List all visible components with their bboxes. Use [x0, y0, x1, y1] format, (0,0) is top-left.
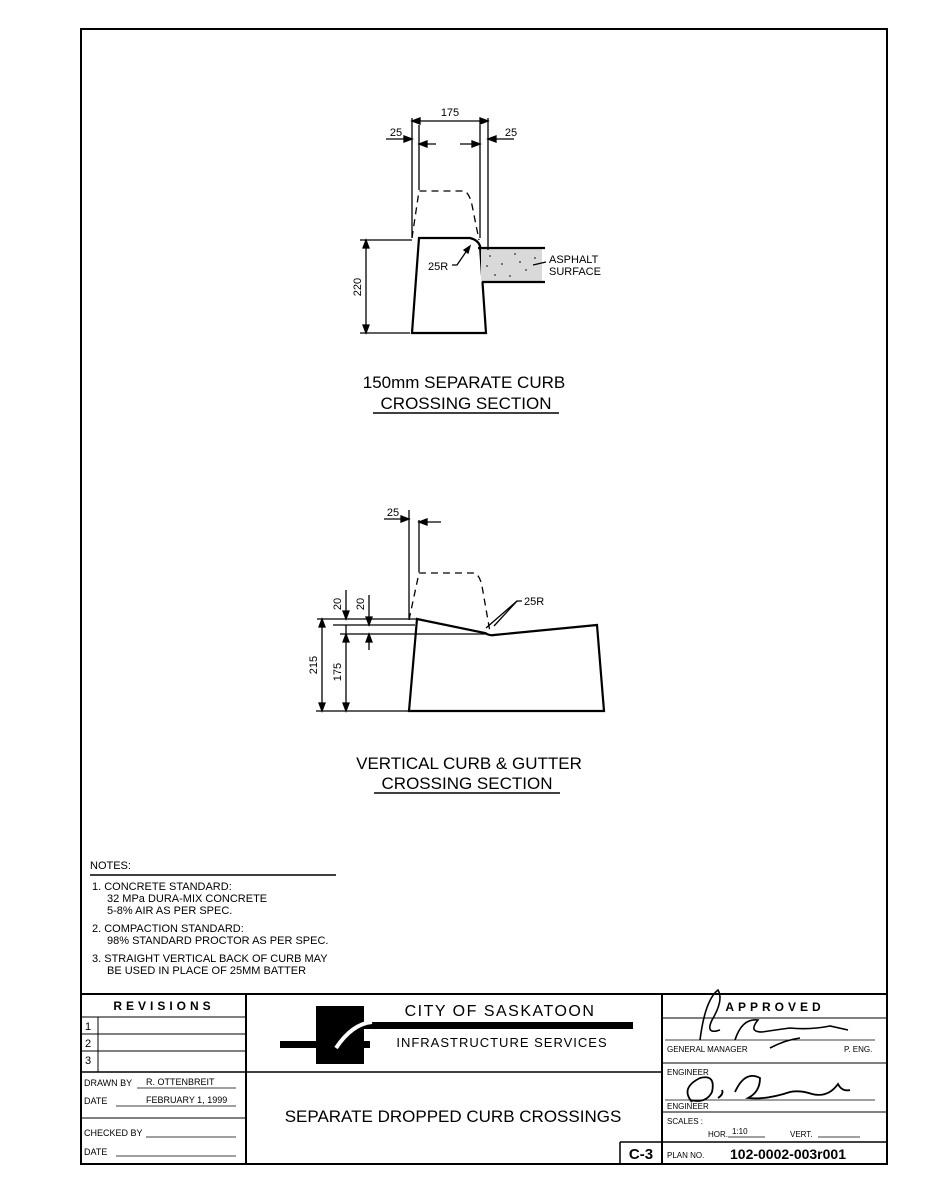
- plan-no-label: PLAN NO.: [667, 1151, 704, 1160]
- d1-title-line2: CROSSING SECTION: [381, 394, 552, 413]
- engineer-label-top: ENGINEER: [667, 1068, 709, 1077]
- notes-heading: NOTES:: [90, 860, 131, 872]
- note-line-2: 32 MPa DURA-MIX CONCRETE: [107, 893, 267, 905]
- rev-number-1: 1: [85, 1021, 91, 1033]
- d1-dim-175: 175: [441, 107, 459, 119]
- rev-number-3: 3: [85, 1055, 91, 1067]
- sheet-border: [80, 28, 888, 1165]
- curb2-outline: [407, 617, 606, 713]
- rev-number-2: 2: [85, 1038, 91, 1050]
- date2-label: DATE: [84, 1147, 107, 1157]
- detail-150mm-separate-curb: [360, 117, 547, 335]
- drawn-by-value: R. OTTENBREIT: [146, 1077, 215, 1087]
- signature-engineer: [686, 1074, 851, 1103]
- curb1-dashed-profile: [411, 190, 480, 241]
- d2-dim-215: 215: [308, 656, 320, 674]
- d2-dim-20-b: 20: [355, 598, 367, 610]
- vert-label: VERT.: [790, 1130, 813, 1139]
- d2-dim-175: 175: [332, 663, 344, 681]
- checked-by-label: CHECKED BY: [84, 1128, 143, 1138]
- date-label: DATE: [84, 1096, 107, 1106]
- dept-name: INFRASTRUCTURE SERVICES: [396, 1035, 607, 1050]
- d2-dim-20-a: 20: [332, 598, 344, 610]
- d1-title-line1: 150mm SEPARATE CURB: [363, 373, 565, 392]
- d1-dim-25-right: 25: [505, 127, 517, 139]
- hor-label: HOR.: [708, 1130, 728, 1139]
- note-line-1: 1. CONCRETE STANDARD:: [92, 881, 232, 893]
- detail-vertical-curb-gutter: [316, 510, 606, 713]
- date-value: FEBRUARY 1, 1999: [146, 1095, 227, 1105]
- d1-dim-25-left: 25: [390, 127, 402, 139]
- curb1-outline: [410, 236, 488, 335]
- d1-radius: 25R: [428, 261, 448, 273]
- approved-label: APPROVED: [725, 1000, 824, 1014]
- plan-no-value: 102-0002-003r001: [730, 1146, 846, 1162]
- note-line-5: 98% STANDARD PROCTOR AS PER SPEC.: [107, 935, 328, 947]
- d2-dim-25: 25: [387, 507, 399, 519]
- d1-asphalt-label-1: ASPHALT: [549, 254, 599, 266]
- note-line-3: 5-8% AIR AS PER SPEC.: [107, 905, 232, 917]
- city-logo: [280, 1006, 633, 1064]
- signature-general-manager: [699, 988, 849, 1049]
- peng-label: P. ENG.: [844, 1045, 872, 1054]
- d2-title-line1: VERTICAL CURB & GUTTER: [356, 754, 582, 773]
- scales-label: SCALES :: [667, 1117, 703, 1126]
- org-name: CITY OF SASKATOON: [405, 1003, 596, 1020]
- d1-dim-220: 220: [352, 278, 364, 296]
- note-line-6: 3. STRAIGHT VERTICAL BACK OF CURB MAY: [92, 953, 328, 965]
- engineer-label-bottom: ENGINEER: [667, 1102, 709, 1111]
- drawn-by-label: DRAWN BY: [84, 1078, 132, 1088]
- title-block: [81, 993, 887, 1164]
- revisions-label: REVISIONS: [113, 999, 214, 1013]
- drawing-title: SEPARATE DROPPED CURB CROSSINGS: [285, 1107, 622, 1126]
- d2-radius: 25R: [524, 596, 544, 608]
- note-line-4: 2. COMPACTION STANDARD:: [92, 923, 244, 935]
- note-line-7: BE USED IN PLACE OF 25MM BATTER: [107, 965, 306, 977]
- hor-value: 1:10: [732, 1127, 748, 1136]
- curb2-dashed-profile: [408, 572, 491, 633]
- general-manager-label: GENERAL MANAGER: [667, 1045, 748, 1054]
- asphalt-surface: [481, 248, 542, 282]
- d2-title-line2: CROSSING SECTION: [382, 774, 553, 793]
- sheet-id: C-3: [629, 1146, 653, 1163]
- asphalt-dots: [486, 253, 536, 277]
- d1-asphalt-label-2: SURFACE: [549, 266, 601, 278]
